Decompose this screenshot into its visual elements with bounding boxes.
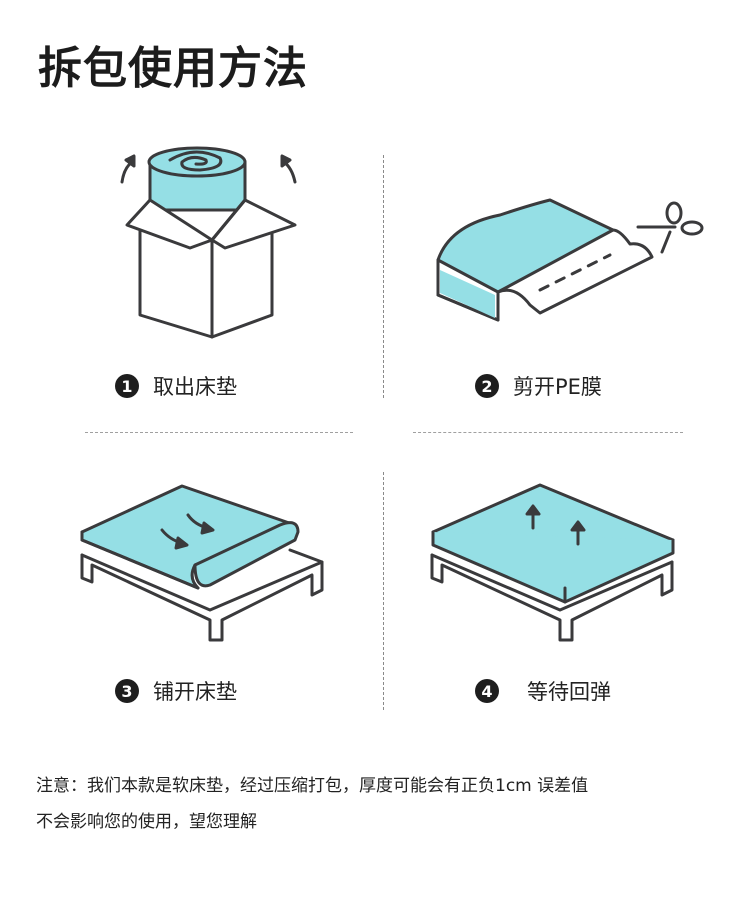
notice-line-1: 注意：我们本款是软床垫，经过压缩打包，厚度可能会有正负1cm 误差值 [36,776,589,796]
step-number-badge: 4 [475,679,499,703]
step-2: 2 剪开PE膜 [475,371,602,401]
scissors-cut-film-icon [436,198,704,322]
horizontal-divider-left [85,432,353,433]
step-label: 剪开PE膜 [513,375,602,399]
step-1: 1 取出床垫 [115,371,237,401]
step-4: 4 等待回弹 [475,676,611,706]
notice-line-2: 不会影响您的使用，望您理解 [36,812,257,832]
vertical-divider-top [383,155,384,398]
step-label: 取出床垫 [153,375,237,399]
step-3: 3 铺开床垫 [115,676,237,706]
step-label: 铺开床垫 [153,680,237,704]
mattress-expand-icon [430,483,675,642]
notice-text: 注意：我们本款是软床垫，经过压缩打包，厚度可能会有正负1cm 误差值 不会影响您… [36,768,726,840]
page-title: 拆包使用方法 [38,43,308,94]
vertical-divider-bottom [383,472,384,710]
step-label: 等待回弹 [527,680,611,704]
step-number-badge: 3 [115,679,139,703]
step-number-badge: 2 [475,374,499,398]
unroll-mattress-icon [80,484,324,642]
box-rolled-mattress-icon [120,146,297,339]
step-number-badge: 1 [115,374,139,398]
horizontal-divider-right [413,432,683,433]
